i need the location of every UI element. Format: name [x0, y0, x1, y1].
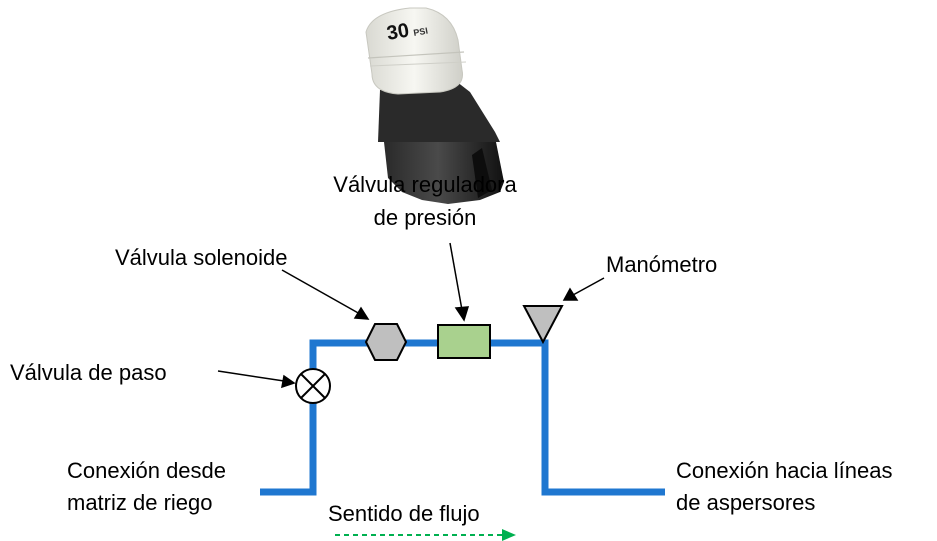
- pressure-regulator-photo: 30 PSI: [365, 7, 504, 204]
- leader-arrows: [217, 242, 605, 389]
- photo-cap-number: 30: [385, 19, 411, 45]
- pipe-line: [260, 339, 665, 496]
- inlet-label-line2: matriz de riego: [67, 490, 213, 515]
- gate-valve-label: Válvula de paso: [10, 360, 167, 385]
- solenoid-label: Válvula solenoide: [115, 245, 287, 270]
- flow-direction-arrow: [335, 529, 516, 541]
- flow-direction-label: Sentido de flujo: [328, 501, 480, 526]
- photo-cap-unit: PSI: [413, 26, 429, 38]
- regulator-label-line1: Válvula reguladora: [333, 172, 517, 197]
- manometer-icon: [522, 305, 564, 345]
- regulator-label-line2: de presión: [374, 205, 477, 230]
- outlet-label-line1: Conexión hacia líneas: [676, 458, 892, 483]
- gate-valve-icon: [295, 368, 331, 404]
- inlet-label-line1: Conexión desde: [67, 458, 226, 483]
- outlet-label-line2: de aspersores: [676, 490, 815, 515]
- solenoid-valve-icon: [364, 323, 408, 361]
- pressure-regulator-icon: [437, 324, 491, 359]
- manometer-label: Manómetro: [606, 252, 717, 277]
